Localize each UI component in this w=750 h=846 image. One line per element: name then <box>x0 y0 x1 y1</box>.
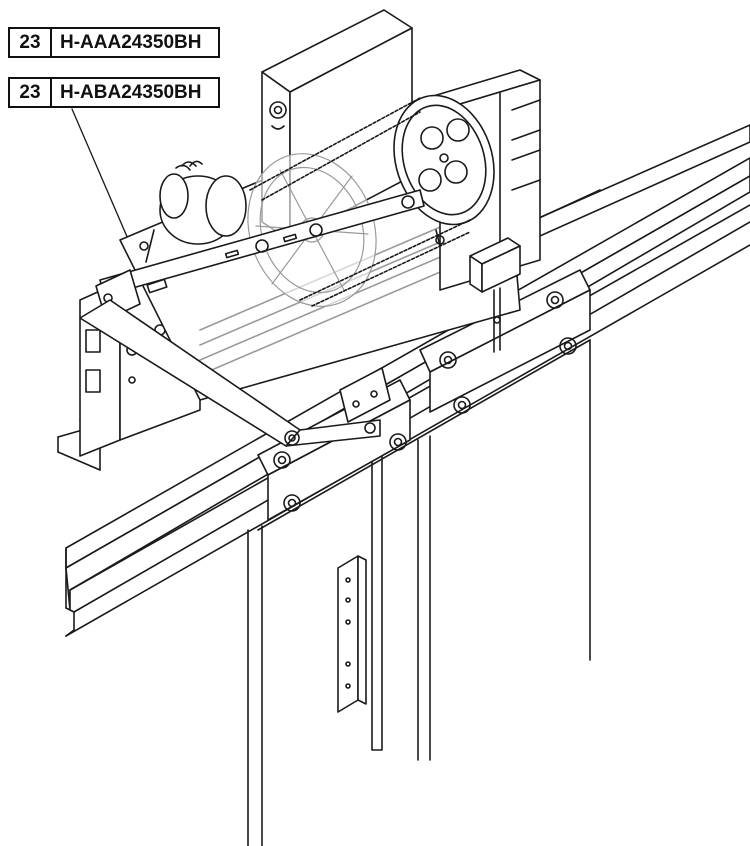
part-callout: 23 H-AAA24350BH <box>8 27 220 58</box>
linkage-arm-lower <box>79 299 381 447</box>
part-callout: 23 H-ABA24350BH <box>8 77 220 108</box>
door-panels <box>247 339 591 846</box>
door-clutch <box>339 367 391 423</box>
callout-part-number: H-AAA24350BH <box>60 31 202 53</box>
hanger-bolts <box>273 291 577 512</box>
motor <box>139 160 247 263</box>
callout-quantity: 23 <box>10 29 52 56</box>
drive-chain <box>249 97 471 307</box>
callout-part-number: H-ABA24350BH <box>60 81 202 103</box>
door-angle-bracket <box>337 555 367 713</box>
door-contact-switch <box>469 237 521 353</box>
callout-quantity: 23 <box>10 79 52 106</box>
